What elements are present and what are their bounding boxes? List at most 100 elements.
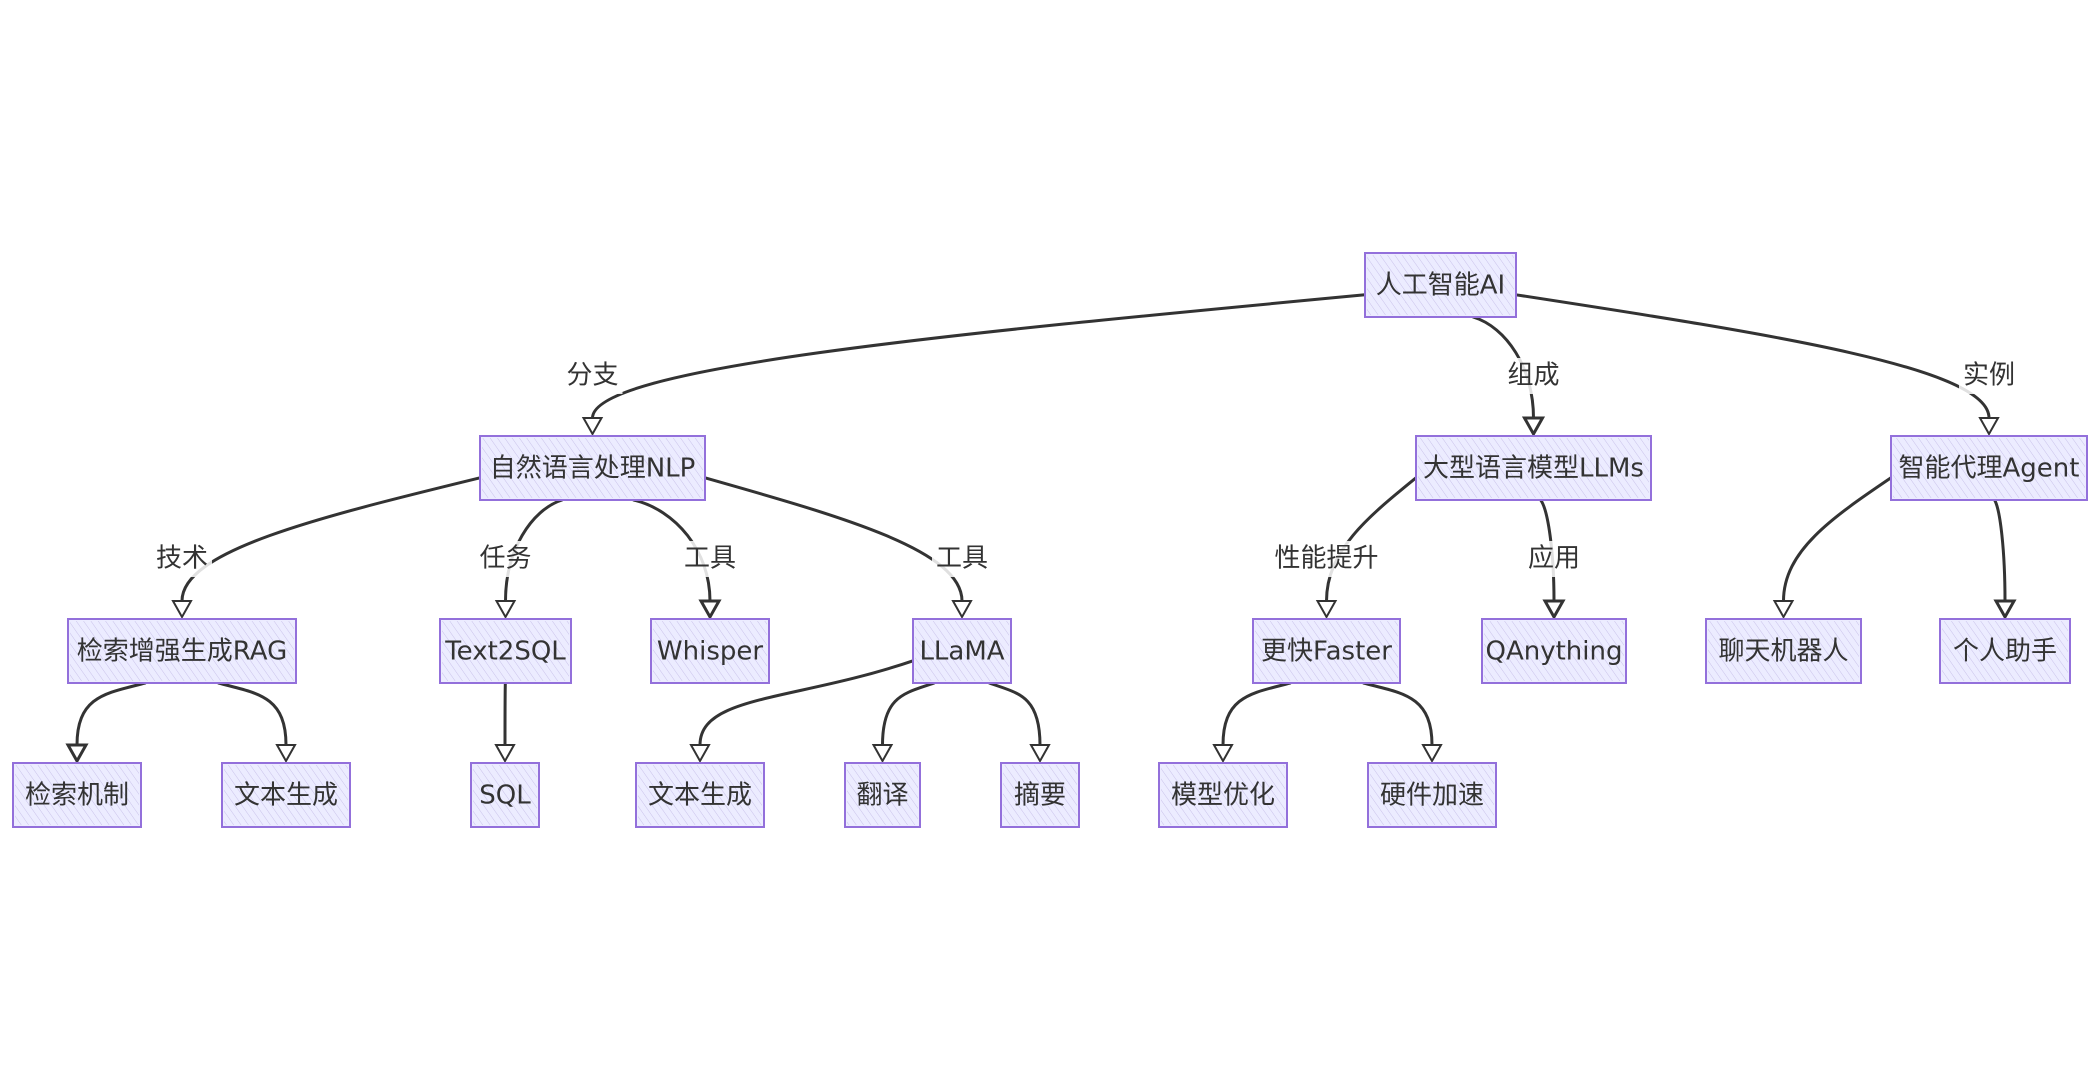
- edge-faster-hwaccel: [1361, 681, 1443, 764]
- edge-label: 组成: [1507, 361, 1559, 391]
- node-ai[interactable]: 人工智能AI: [1364, 252, 1517, 318]
- edge-faster-modelopt: [1212, 681, 1292, 764]
- node-label: 文本生成: [648, 781, 752, 811]
- node-llama[interactable]: LLaMA: [912, 618, 1012, 684]
- arrowhead-icon: [171, 600, 193, 620]
- edge-line: [216, 681, 288, 747]
- edge-label: 性能提升: [1274, 544, 1378, 574]
- node-nlp[interactable]: 自然语言处理NLP: [479, 435, 706, 501]
- arrowhead-icon: [1315, 600, 1338, 620]
- node-hatch: [638, 765, 762, 825]
- edge-llama-translate: [871, 681, 936, 764]
- node-hatch: [1418, 438, 1649, 498]
- node-hatch: [915, 621, 1009, 681]
- node-label: 模型优化: [1171, 781, 1275, 811]
- node-hatch: [1255, 621, 1398, 681]
- edge-nlp-t2s: [494, 498, 564, 620]
- node-hatch: [224, 765, 348, 825]
- edge-label: 实例: [1963, 361, 2015, 391]
- edge-nlp-whisper: [632, 498, 722, 621]
- node-hatch: [1161, 765, 1285, 825]
- node-hwaccel[interactable]: 硬件加速: [1367, 762, 1497, 828]
- edge-label: 工具: [936, 544, 988, 574]
- edge-label-bg: [1503, 358, 1564, 394]
- arrowhead-icon: [1212, 744, 1234, 764]
- node-rag[interactable]: 检索增强生成RAG: [67, 618, 297, 684]
- edge-line: [1361, 681, 1434, 747]
- edge-label-bg: [152, 541, 212, 577]
- node-faster[interactable]: 更快Faster: [1252, 618, 1401, 684]
- node-textgen1[interactable]: 文本生成: [221, 762, 351, 828]
- node-hatch: [482, 438, 703, 498]
- edge-line: [703, 476, 964, 603]
- node-hatch: [1367, 255, 1514, 315]
- node-label: QAnything: [1486, 637, 1623, 667]
- node-hatch: [70, 621, 294, 681]
- node-label: 检索机制: [25, 781, 129, 811]
- arrowhead-icon: [581, 417, 604, 437]
- edge-line: [698, 659, 915, 747]
- edge-t2s-sql: [494, 681, 516, 764]
- edge-llama-textgen2: [689, 659, 915, 764]
- edge-label: 任务: [479, 544, 531, 574]
- node-label: LLaMA: [919, 637, 1004, 667]
- edge-label-bg: [562, 358, 623, 394]
- edge-label-bg: [1959, 358, 2019, 394]
- edges-layer: [65, 293, 2017, 765]
- edge-label: 技术: [156, 544, 208, 574]
- arrowhead-icon: [1521, 416, 1546, 438]
- edge-line: [1782, 476, 1893, 603]
- node-translate[interactable]: 翻译: [844, 762, 921, 828]
- arrowhead-icon: [65, 743, 89, 765]
- node-label: Whisper: [657, 637, 763, 667]
- node-agent[interactable]: 智能代理Agent: [1890, 435, 2088, 501]
- node-label: SQL: [479, 781, 531, 811]
- edge-line: [881, 681, 936, 747]
- node-hatch: [1942, 621, 2068, 681]
- edge-line: [632, 498, 712, 603]
- arrowhead-icon: [689, 744, 711, 764]
- node-retrieval[interactable]: 检索机制: [12, 762, 142, 828]
- edge-ai-llms: [1471, 315, 1546, 438]
- arrowhead-icon: [871, 744, 894, 764]
- arrowhead-icon: [951, 600, 973, 620]
- node-t2s[interactable]: Text2SQL: [439, 618, 572, 684]
- node-hatch: [1708, 621, 1859, 681]
- node-label: Text2SQL: [444, 637, 566, 667]
- edge-line: [1221, 681, 1292, 747]
- node-summary[interactable]: 摘要: [1000, 762, 1080, 828]
- node-label: 自然语言处理NLP: [490, 454, 696, 484]
- node-modelopt[interactable]: 模型优化: [1158, 762, 1288, 828]
- node-label: 硬件加速: [1380, 781, 1484, 811]
- arrowhead-icon: [275, 744, 297, 764]
- node-assistant[interactable]: 个人助手: [1939, 618, 2071, 684]
- node-hatch: [847, 765, 918, 825]
- edge-line: [1325, 476, 1418, 603]
- node-hatch: [473, 765, 537, 825]
- edge-nlp-llama: [703, 476, 973, 620]
- node-label: 人工智能AI: [1376, 271, 1505, 301]
- edge-line: [591, 293, 1367, 420]
- edge-line: [1539, 498, 1556, 603]
- edge-label-bg: [1270, 541, 1383, 577]
- node-chatbot[interactable]: 聊天机器人: [1705, 618, 1862, 684]
- edge-line: [987, 681, 1042, 747]
- node-whisper[interactable]: Whisper: [650, 618, 770, 684]
- edge-label-bg: [932, 541, 992, 577]
- node-sql[interactable]: SQL: [470, 762, 540, 828]
- arrowhead-icon: [1421, 744, 1443, 764]
- node-llms[interactable]: 大型语言模型LLMs: [1415, 435, 1652, 501]
- edge-line: [1514, 293, 1991, 420]
- node-qany[interactable]: QAnything: [1481, 618, 1627, 684]
- node-hatch: [442, 621, 569, 681]
- arrowhead-icon: [1772, 600, 1795, 620]
- node-hatch: [1370, 765, 1494, 825]
- edge-line: [504, 498, 564, 603]
- edge-agent-chatbot: [1772, 476, 1893, 620]
- edge-label: 应用: [1528, 544, 1580, 574]
- node-textgen2[interactable]: 文本生成: [635, 762, 765, 828]
- edge-agent-assistant: [1993, 498, 2017, 621]
- node-label: 摘要: [1014, 781, 1066, 811]
- arrowhead-icon: [1993, 599, 2017, 621]
